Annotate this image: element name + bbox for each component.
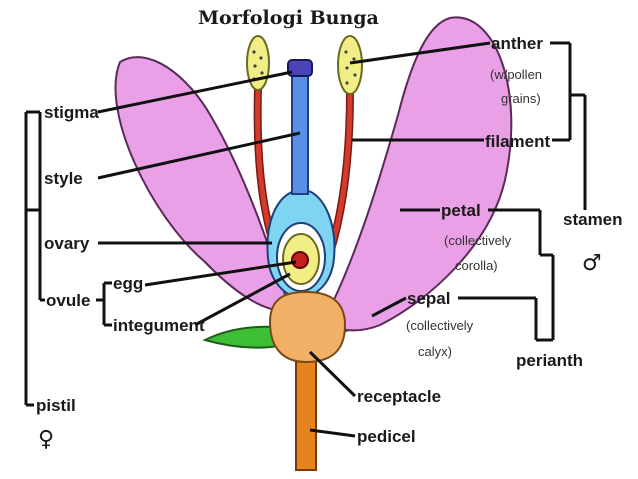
label-sepal-note-1: (collectively xyxy=(406,318,474,333)
label-style: style xyxy=(44,169,83,188)
label-integument: integument xyxy=(113,316,205,335)
egg-cell xyxy=(291,251,309,269)
label-ovule: ovule xyxy=(46,291,90,310)
pistil-female-symbol: ♀ xyxy=(38,427,54,452)
label-receptacle: receptacle xyxy=(357,387,441,406)
petal-right xyxy=(323,16,513,332)
label-pistil: pistil xyxy=(36,396,76,415)
receptacle-body xyxy=(268,290,347,364)
label-stigma: stigma xyxy=(44,103,99,122)
stamen-male-symbol: ♂ xyxy=(582,251,602,276)
label-pedicel: pedicel xyxy=(357,427,416,446)
label-petal-note-2: corolla) xyxy=(455,258,498,273)
label-stamen: stamen xyxy=(563,210,623,229)
diagram-title: Morfologi Bunga xyxy=(198,7,379,29)
label-sepal-note-2: calyx) xyxy=(418,344,452,359)
label-ovary: ovary xyxy=(44,234,90,253)
label-filament: filament xyxy=(485,132,551,151)
label-perianth: perianth xyxy=(516,351,583,370)
anther-right xyxy=(337,35,363,95)
label-anther-note-1: (w/pollen xyxy=(490,67,542,82)
stigma-cap xyxy=(287,59,313,77)
label-anther-note-2: grains) xyxy=(501,91,541,106)
label-anther: anther xyxy=(491,34,543,53)
label-petal: petal xyxy=(441,201,481,220)
pedicel-stem xyxy=(295,354,317,471)
label-sepal: sepal xyxy=(407,289,450,308)
label-petal-note-1: (collectively xyxy=(444,233,512,248)
label-egg: egg xyxy=(113,274,143,293)
